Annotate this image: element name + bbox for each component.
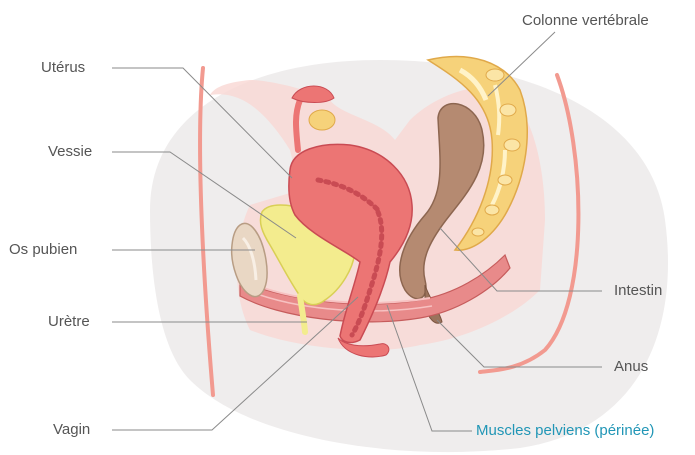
- label-pubic-bone: Os pubien: [9, 241, 77, 259]
- label-urethra: Urètre: [48, 313, 90, 331]
- ovary: [309, 110, 335, 130]
- label-pelvic-muscles: Muscles pelviens (périnée): [476, 422, 654, 440]
- label-uterus: Utérus: [41, 59, 85, 77]
- label-spine: Colonne vertébrale: [522, 12, 649, 30]
- label-intestine: Intestin: [614, 282, 662, 300]
- label-bladder: Vessie: [48, 143, 92, 161]
- label-anus: Anus: [614, 358, 648, 376]
- label-vagina: Vagin: [53, 421, 90, 439]
